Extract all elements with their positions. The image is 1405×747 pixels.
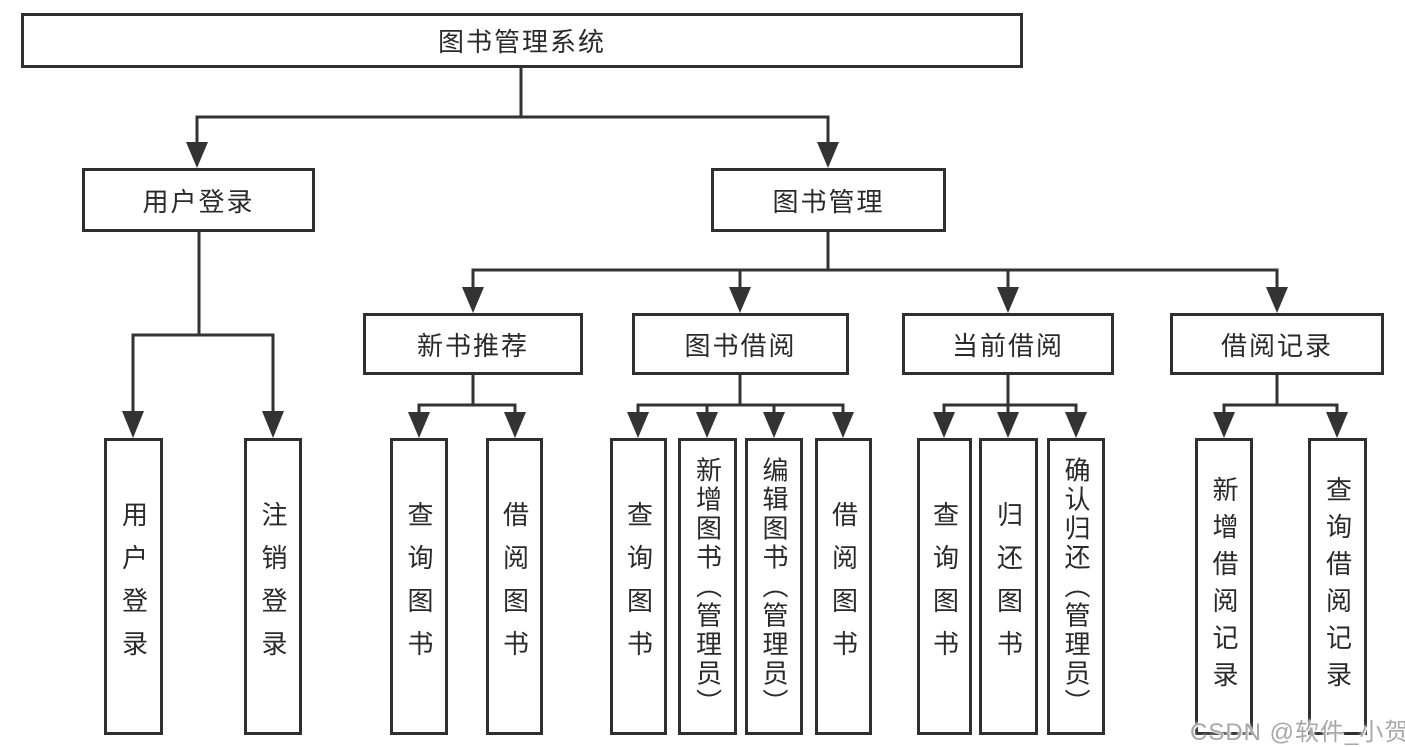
arrowhead-icon — [832, 412, 854, 438]
leaf-edit-book-admin-label: 编辑图书（管理员） — [759, 456, 789, 717]
leaf-confirm-return-admin-label: 确认归还（管理员） — [1061, 456, 1091, 717]
arrowhead-icon — [1065, 412, 1087, 438]
leaf-logout-label: 注销登录 — [258, 500, 288, 673]
leaf-borrow-books-label: 借阅图书 — [828, 500, 859, 673]
node-new-book-recommend: 新书推荐 — [363, 313, 583, 375]
leaf-query-books-current-label: 查询图书 — [929, 500, 960, 673]
leaf-user-login: 用户登录 — [104, 438, 163, 735]
arrowhead-icon — [262, 411, 284, 438]
leaf-logout: 注销登录 — [244, 438, 302, 735]
leaf-add-borrow-record: 新增借阅记录 — [1195, 438, 1253, 735]
node-borrow-records-label: 借阅记录 — [1220, 330, 1333, 361]
leaf-edit-book-admin: 编辑图书（管理员） — [745, 438, 803, 735]
leaf-return-book-label: 归还图书 — [993, 500, 1024, 673]
node-user-login: 用户登录 — [82, 168, 315, 232]
leaf-add-book-admin: 新增图书（管理员） — [678, 438, 737, 735]
node-root-label: 图书管理系统 — [437, 27, 606, 57]
node-book-borrowing-label: 图书借阅 — [684, 330, 797, 361]
arrowhead-icon — [408, 412, 430, 438]
node-root: 图书管理系统 — [21, 13, 1023, 68]
leaf-user-login-label: 用户登录 — [118, 500, 149, 673]
arrowhead-icon — [627, 412, 649, 438]
arrowhead-icon — [1266, 287, 1288, 313]
arrowhead-icon — [186, 142, 208, 168]
arrowhead-icon — [122, 411, 144, 438]
arrowhead-icon — [504, 412, 526, 438]
leaf-query-books-recommend-label: 查询图书 — [404, 500, 434, 673]
arrowhead-icon — [462, 287, 484, 313]
node-book-management: 图书管理 — [711, 168, 946, 232]
leaf-query-books-current: 查询图书 — [917, 438, 972, 735]
node-book-borrowing: 图书借阅 — [632, 313, 849, 375]
node-book-management-label: 图书管理 — [772, 186, 885, 217]
arrowhead-icon — [729, 287, 751, 313]
leaf-borrow-books-recommend-label: 借阅图书 — [499, 500, 530, 673]
arrowhead-icon — [997, 287, 1019, 313]
node-current-borrowing: 当前借阅 — [902, 313, 1114, 375]
arrowhead-icon — [933, 412, 955, 438]
node-current-borrowing-label: 当前借阅 — [951, 330, 1064, 361]
leaf-query-borrow-record-label: 查询借阅记录 — [1322, 475, 1353, 698]
leaf-borrow-books-recommend: 借阅图书 — [486, 438, 543, 735]
arrowhead-icon — [1213, 412, 1235, 438]
csdn-watermark: CSDN @软件_小贺同学 — [1190, 719, 1405, 746]
arrowhead-icon — [817, 142, 839, 168]
leaf-query-books-borrowing: 查询图书 — [610, 438, 667, 735]
arrowhead-icon — [1326, 412, 1348, 438]
arrowhead-icon — [763, 412, 785, 438]
arrowhead-icon — [997, 412, 1019, 438]
leaf-borrow-books: 借阅图书 — [815, 438, 872, 735]
leaf-confirm-return-admin: 确认归还（管理员） — [1047, 438, 1105, 735]
leaf-query-borrow-record: 查询借阅记录 — [1308, 438, 1367, 735]
leaf-add-book-admin-label: 新增图书（管理员） — [692, 456, 723, 717]
leaf-return-book: 归还图书 — [979, 438, 1038, 735]
node-borrow-records: 借阅记录 — [1170, 313, 1384, 375]
leaf-query-books-borrowing-label: 查询图书 — [623, 500, 654, 673]
node-user-login-label: 用户登录 — [142, 186, 255, 217]
leaf-add-borrow-record-label: 新增借阅记录 — [1209, 475, 1239, 698]
node-new-book-recommend-label: 新书推荐 — [416, 330, 529, 361]
leaf-query-books-recommend: 查询图书 — [390, 438, 448, 735]
arrowhead-icon — [696, 412, 718, 438]
